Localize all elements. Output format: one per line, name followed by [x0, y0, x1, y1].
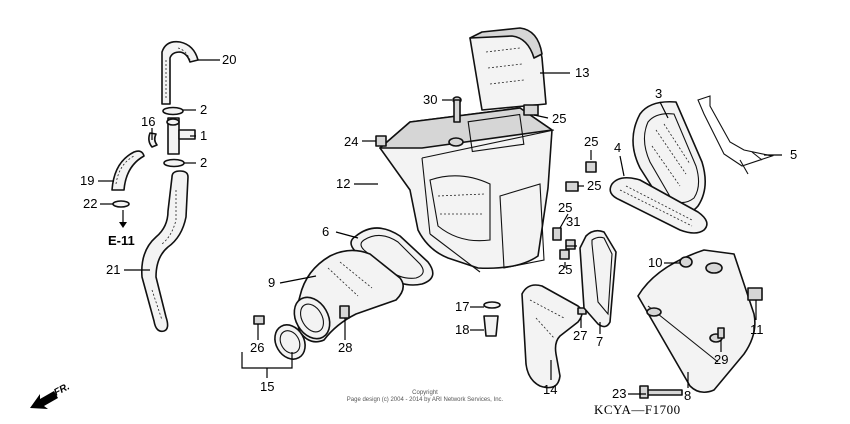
callout-8[interactable]: 8: [684, 388, 691, 403]
callout-18[interactable]: 18: [455, 322, 469, 337]
callout-26[interactable]: 26: [250, 340, 264, 355]
callout-10[interactable]: 10: [648, 255, 662, 270]
connecting-tube-gasket[interactable]: [350, 227, 434, 286]
side-cover[interactable]: [637, 249, 756, 394]
callout-25-top[interactable]: 25: [552, 111, 566, 126]
callout-16[interactable]: 16: [141, 114, 155, 129]
callout-21[interactable]: 21: [106, 262, 120, 277]
callout-22[interactable]: 22: [83, 196, 97, 211]
bolt-28[interactable]: [339, 305, 350, 319]
callout-24[interactable]: 24: [344, 134, 358, 149]
diagram-code: KCYA—F1700: [594, 402, 681, 417]
drain-plug-18[interactable]: [483, 315, 499, 337]
callout-3[interactable]: 3: [655, 86, 662, 101]
grommet-25-d[interactable]: [559, 249, 570, 260]
reference-e11[interactable]: E-11: [108, 233, 135, 248]
filter-frame[interactable]: [609, 176, 708, 234]
copyright-line2: Page design (c) 2004 - 2014 by ARI Netwo…: [347, 397, 504, 403]
callout-25-d[interactable]: 25: [558, 262, 572, 277]
intake-snorkel[interactable]: [521, 284, 583, 389]
direction-label: FR.: [52, 381, 71, 398]
callout-labels: 20 2 16 1 2 19 22 21 30 13 25 24 25 12 2…: [80, 52, 797, 403]
air-cleaner-case[interactable]: [379, 96, 555, 273]
callout-9[interactable]: 9: [268, 275, 275, 290]
grommet-25-b[interactable]: [565, 181, 579, 192]
callout-5[interactable]: 5: [790, 147, 797, 162]
bolt-23[interactable]: [639, 385, 683, 399]
clip-17[interactable]: [483, 301, 501, 309]
arrow-icon: [30, 391, 58, 409]
bolt-24[interactable]: [375, 135, 387, 147]
callout-28[interactable]: 28: [338, 340, 352, 355]
clamp-upper[interactable]: [162, 106, 184, 116]
reference-arrow: [119, 210, 127, 228]
breather-tube-short[interactable]: [111, 150, 145, 191]
callout-30[interactable]: 30: [423, 92, 437, 107]
callout-2b[interactable]: 2: [200, 155, 207, 170]
callout-1[interactable]: 1: [200, 128, 207, 143]
leader-lines: [98, 59, 782, 395]
callout-29[interactable]: 29: [714, 352, 728, 367]
callout-14[interactable]: 14: [543, 382, 557, 397]
callout-19[interactable]: 19: [80, 173, 94, 188]
cover-seal[interactable]: [579, 229, 617, 328]
callout-25-b[interactable]: 25: [587, 178, 601, 193]
callout-15[interactable]: 15: [260, 379, 274, 394]
collar-11[interactable]: [747, 287, 763, 301]
callout-7[interactable]: 7: [596, 334, 603, 349]
breather-tube-upper[interactable]: [161, 40, 199, 105]
callout-23[interactable]: 23: [612, 386, 626, 401]
grommet-25-a[interactable]: [585, 161, 597, 173]
tube-band[interactable]: [269, 319, 311, 364]
callout-11[interactable]: 11: [750, 322, 764, 337]
air-intake-duct[interactable]: [469, 27, 547, 111]
grommet-25-c[interactable]: [552, 227, 562, 241]
three-way-joint[interactable]: [166, 117, 196, 155]
callout-2[interactable]: 2: [200, 102, 207, 117]
callout-31[interactable]: 31: [566, 214, 580, 229]
callout-20[interactable]: 20: [222, 52, 236, 67]
grommet-25-top[interactable]: [523, 104, 539, 116]
callout-25-c[interactable]: 25: [558, 200, 572, 215]
clamp-lower[interactable]: [163, 158, 185, 168]
clip-16[interactable]: [148, 132, 158, 148]
screw-26[interactable]: [253, 315, 265, 325]
callout-4[interactable]: 4: [614, 140, 621, 155]
collar-29[interactable]: [717, 327, 725, 339]
breather-tube-long[interactable]: [140, 170, 189, 333]
callout-12[interactable]: 12: [336, 176, 350, 191]
callout-13[interactable]: 13: [575, 65, 589, 80]
copyright-line1: Copyright: [412, 390, 438, 396]
front-direction-arrow: FR.: [30, 381, 72, 409]
clamp-22[interactable]: [112, 200, 130, 208]
grommet-10[interactable]: [679, 256, 693, 268]
callout-25-a[interactable]: 25: [584, 134, 598, 149]
callout-27[interactable]: 27: [573, 328, 587, 343]
element-holder[interactable]: [697, 95, 775, 175]
bolt-31[interactable]: [565, 239, 576, 250]
callout-6[interactable]: 6: [322, 224, 329, 239]
callout-17[interactable]: 17: [455, 299, 469, 314]
